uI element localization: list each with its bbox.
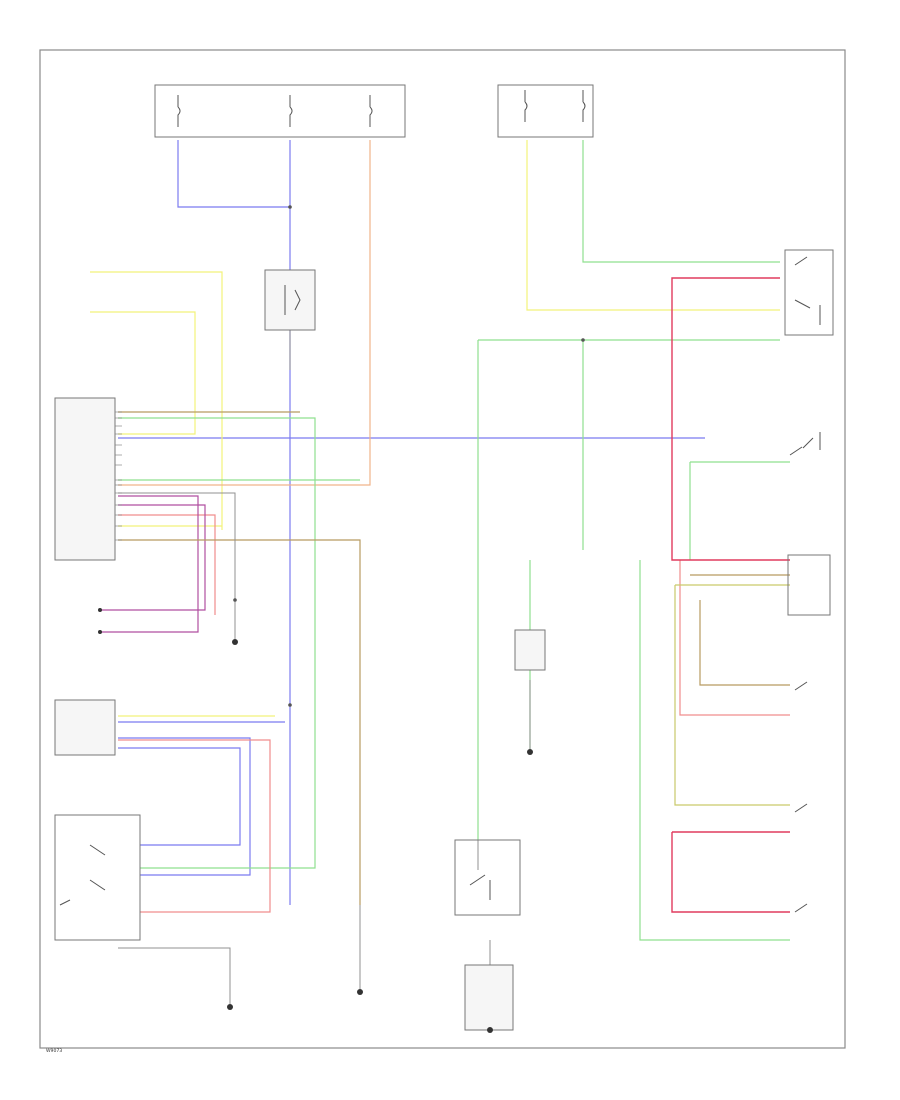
wire-green xyxy=(118,140,790,941)
splice-points xyxy=(233,205,585,707)
fan-switch-box xyxy=(54,699,116,756)
wire-brown xyxy=(118,411,790,905)
wire-blue xyxy=(118,140,705,905)
blower-switch-box xyxy=(54,814,141,941)
ground-symbols xyxy=(98,608,533,1033)
ac-pressure-switch-box xyxy=(784,249,834,336)
blower-relay-box xyxy=(264,269,316,331)
fuse-symbols xyxy=(177,90,586,127)
switch-right-c xyxy=(794,903,808,913)
wire-yellow xyxy=(90,140,780,717)
compressor-relay-contacts xyxy=(469,874,491,900)
wire-red xyxy=(671,277,790,913)
thermo-sensor-box xyxy=(514,629,546,671)
ac-pressure-switch-contacts xyxy=(794,256,821,325)
compressor-relay-box xyxy=(454,839,521,916)
blower-switch-contacts xyxy=(59,844,106,906)
ac-control-unit xyxy=(54,397,116,561)
dual-pressure-switch xyxy=(789,432,821,456)
fuse-box-right xyxy=(497,84,594,138)
switch-right-a xyxy=(794,681,808,691)
wire-gray xyxy=(118,330,531,1005)
ac-compressor-box xyxy=(464,964,514,1031)
diagram-frame xyxy=(39,49,846,1049)
wire-pink xyxy=(118,514,790,913)
switch-right-b xyxy=(794,803,808,813)
wire-olive xyxy=(674,584,790,806)
fuse-box-left xyxy=(154,84,406,138)
diagram-code: W9073 xyxy=(46,1048,62,1054)
connector-right xyxy=(787,554,831,616)
wire-orange xyxy=(118,140,371,486)
ac-control-pins xyxy=(115,411,122,541)
wire-magenta xyxy=(100,495,206,633)
blower-relay-coil xyxy=(284,285,301,315)
